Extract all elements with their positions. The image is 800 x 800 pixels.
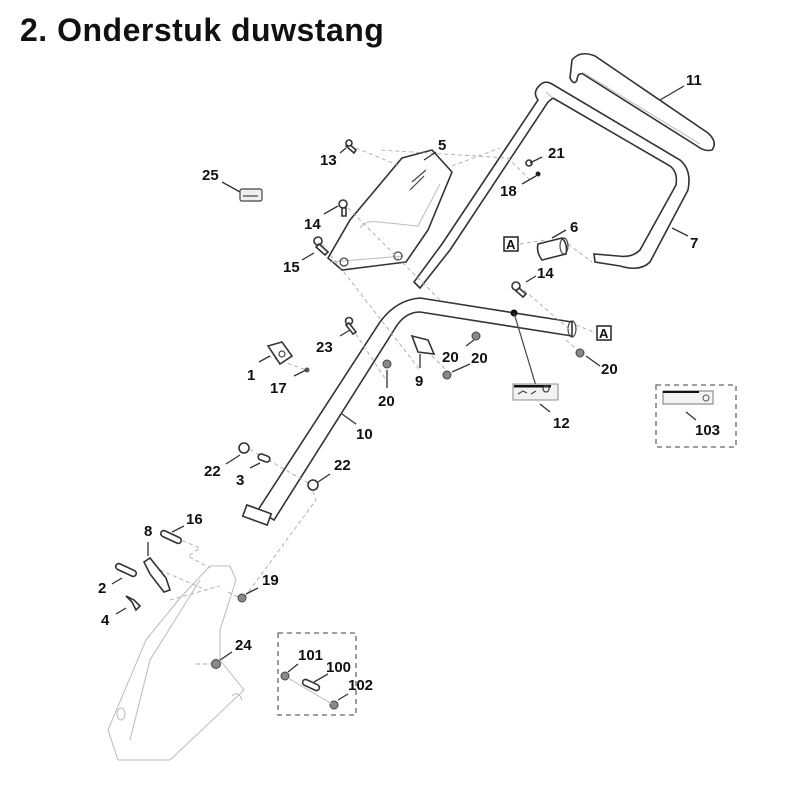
callout-14-upper: 14	[304, 216, 321, 233]
page-title: 2. Onderstuk duwstang	[20, 12, 385, 48]
callout-7: 7	[690, 235, 698, 252]
callout-10: 10	[356, 426, 373, 443]
callout-22-left: 22	[204, 463, 221, 480]
part-5-cover	[326, 149, 453, 271]
callout-20-d: 20	[378, 393, 395, 410]
callout-22-right: 22	[334, 457, 351, 474]
callout-102: 102	[348, 677, 373, 694]
svg-text:A: A	[506, 237, 516, 252]
callout-100: 100	[326, 659, 351, 676]
callout-1: 1	[247, 367, 255, 384]
callout-24: 24	[235, 637, 252, 654]
callout-8: 8	[144, 523, 152, 540]
callout-labels: 11 5 13 25 21 18 14 15 6 7 14 23 20 20 2…	[98, 72, 720, 694]
callout-4: 4	[101, 612, 110, 629]
part-10-lower-tube	[241, 297, 577, 527]
reference-marker-a-upper: A	[503, 236, 519, 252]
callout-20-c: 20	[601, 361, 618, 378]
reference-marker-a-lower: A	[596, 325, 612, 341]
callout-9: 9	[415, 373, 423, 390]
callout-21: 21	[548, 145, 565, 162]
svg-text:A: A	[599, 326, 609, 341]
part-103-label-sticker	[662, 390, 714, 405]
callout-13: 13	[320, 152, 337, 169]
callout-5: 5	[438, 137, 446, 154]
part-25-label	[239, 188, 263, 202]
callout-12: 12	[553, 415, 570, 432]
callout-23: 23	[316, 339, 333, 356]
callout-15: 15	[283, 259, 300, 276]
callout-25: 25	[202, 167, 219, 184]
callout-20-b: 20	[471, 350, 488, 367]
assembly-lines	[159, 147, 597, 665]
callout-2: 2	[98, 580, 106, 597]
kit-box-100	[277, 632, 357, 716]
callout-6: 6	[570, 219, 578, 236]
part-7-upper-handle	[412, 81, 690, 290]
callout-16: 16	[186, 511, 203, 528]
fasteners	[114, 139, 585, 669]
leader-lines	[111, 85, 697, 701]
kit-box-103	[655, 384, 737, 448]
lower-frame	[107, 565, 245, 761]
callout-3: 3	[236, 472, 244, 489]
callout-103: 103	[695, 422, 720, 439]
callout-11: 11	[686, 72, 702, 89]
callout-20-a: 20	[442, 349, 459, 366]
part-12-label-sticker	[512, 383, 559, 401]
callout-17: 17	[270, 380, 287, 397]
callout-14-lower: 14	[537, 265, 554, 282]
kit-100-parts	[280, 671, 339, 710]
part-6-sleeve	[536, 237, 569, 261]
part-11-grip	[569, 52, 716, 152]
callout-101: 101	[298, 647, 323, 664]
callout-19: 19	[262, 572, 279, 589]
callout-18: 18	[500, 183, 517, 200]
